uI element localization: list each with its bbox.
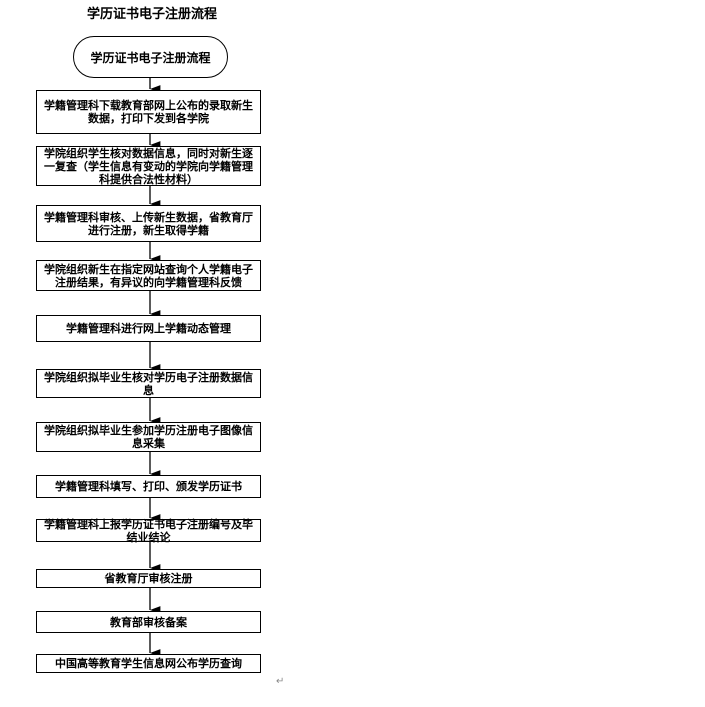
document-title: 学历证书电子注册流程 [86, 7, 217, 22]
flow-step: 学院组织拟毕业生核对学历电子注册数据信息 [36, 369, 261, 398]
flow-step: 教育部审核备案 [36, 611, 261, 633]
flow-step: 学籍管理科进行网上学籍动态管理 [36, 315, 261, 342]
flow-step: 省教育厅审核注册 [36, 569, 261, 588]
flow-step: 学籍管理科上报学历证书电子注册编号及毕结业结论 [36, 518, 261, 544]
flow-step: 学院组织拟毕业生参加学历注册电子图像信息采集 [36, 422, 261, 452]
flow-step: 学籍管理科审核、上传新生数据，省教育厅进行注册，新生取得学籍 [36, 205, 261, 242]
paragraph-mark-icon: ↵ [276, 676, 285, 687]
flow-step: 学院组织新生在指定网站查询个人学籍电子注册结果，有异议的向学籍管理科反馈 [36, 260, 261, 291]
flow-step: 学院组织学生核对数据信息，同时对新生逐一复查（学生信息有变动的学院向学籍管理科提… [36, 146, 261, 186]
flow-step: 学籍管理科填写、打印、颁发学历证书 [36, 475, 261, 498]
flow-step: 中国高等教育学生信息网公布学历查询 [36, 654, 261, 673]
start-terminator: 学历证书电子注册流程 [73, 36, 228, 78]
flow-step: 学籍管理科下载教育部网上公布的录取新生数据，打印下发到各学院 [36, 90, 261, 134]
